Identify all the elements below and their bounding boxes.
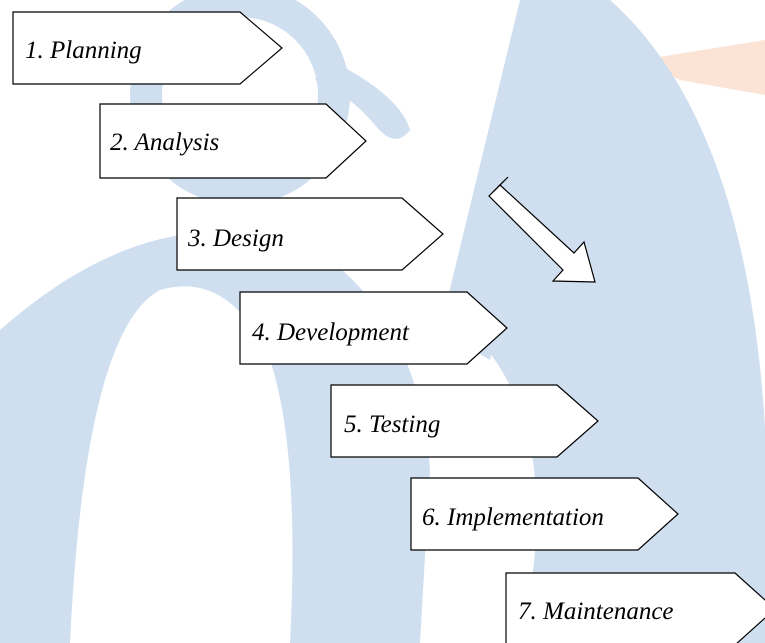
step-1: 1. Planning <box>12 11 283 85</box>
watermark-quill <box>315 60 410 139</box>
step-4-pentagon <box>239 291 508 365</box>
step-4: 4. Development <box>239 291 508 365</box>
step-6-label: 6. Implementation <box>422 504 604 531</box>
watermark-column <box>440 0 585 360</box>
step-2-pentagon <box>99 103 367 179</box>
step-3-pentagon <box>176 197 444 271</box>
step-5-pentagon <box>330 384 599 458</box>
step-6: 6. Implementation <box>410 477 679 551</box>
watermark-inner-arch <box>70 286 293 643</box>
step-5-label: 5. Testing <box>344 411 440 438</box>
step-3-label: 3. Design <box>187 225 284 252</box>
step-7-label: 7. Maintenance <box>518 598 674 625</box>
step-3: 3. Design <box>176 197 444 271</box>
step-1-pentagon <box>12 11 283 85</box>
step-6-pentagon <box>410 477 679 551</box>
step-5: 5. Testing <box>330 384 599 458</box>
step-7: 7. Maintenance <box>505 572 765 643</box>
arrow-tail-stripe-2 <box>496 176 509 189</box>
step-1-label: 1. Planning <box>25 37 142 64</box>
step-7-pentagon <box>505 572 765 643</box>
step-4-label: 4. Development <box>252 319 410 346</box>
watermark-orange-shape <box>640 40 765 95</box>
arrow-body <box>488 184 596 283</box>
direction-arrow-icon <box>488 176 596 283</box>
step-2-label: 2. Analysis <box>110 129 219 156</box>
step-2: 2. Analysis <box>99 103 367 179</box>
